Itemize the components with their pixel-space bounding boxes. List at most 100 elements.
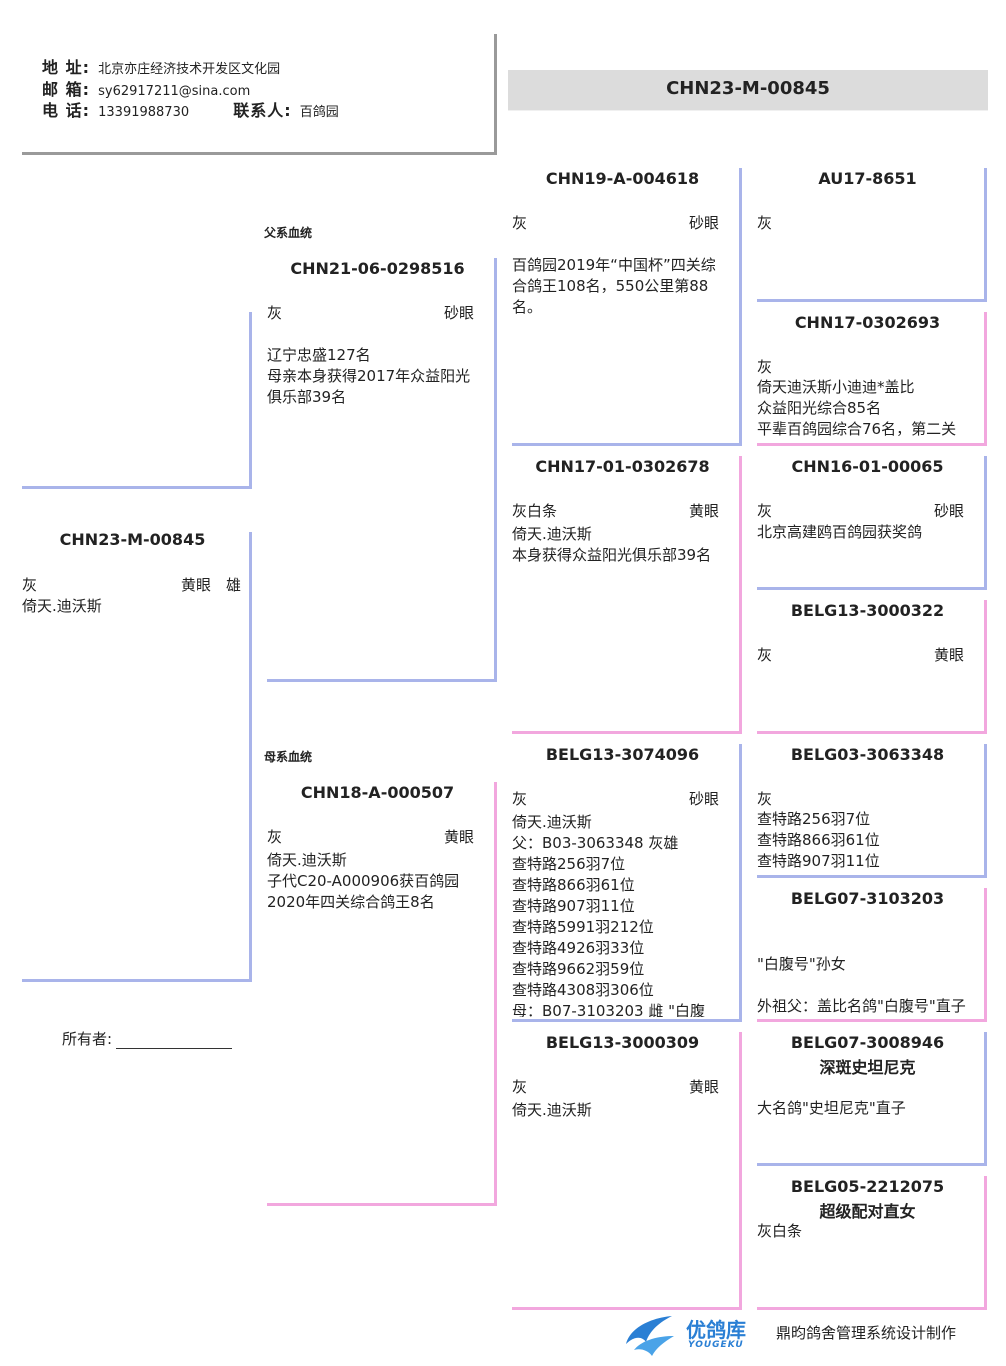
ss-eye: 砂眼 [688,214,719,232]
sire-ring: CHN21-06-0298516 [290,259,465,278]
sss-card[interactable]: AU17-8651 灰 [757,168,987,302]
ssd-ring: CHN17-0302693 [794,313,941,332]
ds-notes: 倚天.迪沃斯 父：B03-3063348 灰雄 查特路256羽7位 查特路866… [512,812,733,1017]
dss-notes: 查特路256羽7位 查特路866羽61位 查特路907羽11位 [757,809,978,872]
breeder-info-box: 地 址: 北京亦庄经济技术开发区文化园 邮 箱: sy62917211@sina… [22,34,497,155]
ds-note: 母：B07-3103203 雌 "白腹 [512,1002,706,1017]
dam-note: 子代C20-A000906获百鸽园 [267,872,460,890]
ddd-card[interactable]: BELG05-2212075 超级配对直女 灰白条 [757,1176,987,1310]
sd-notes: 倚天.迪沃斯 本身获得众益阳光俱乐部39名 [512,524,733,566]
dam-color: 灰 [267,828,283,846]
sds-card[interactable]: CHN16-01-00065 灰 砂眼 北京高建鸥百鸽园获奖鸽 [757,456,987,590]
ddd-ring: BELG05-2212075 [790,1177,945,1196]
footer-credit: 鼎昀鸽舍管理系统设计制作 [776,1324,957,1342]
dss-ring: BELG03-3063348 [790,745,945,764]
paternal-label: 父系血统 [264,226,313,240]
ss-note: 合鸽王108名，550公里第88 [512,277,709,295]
sds-note: 北京高建鸥百鸽园获奖鸽 [757,523,923,541]
sds-color: 灰 [757,502,773,520]
sire-note: 母亲本身获得2017年众益阳光 [267,367,471,385]
dds-notes: 大名鸽"史坦尼克"直子 [757,1098,978,1119]
dam-note: 倚天.迪沃斯 [267,851,347,869]
sd-eye: 黄眼 [688,502,719,520]
sds-notes: 北京高建鸥百鸽园获奖鸽 [757,522,978,543]
dsd-note: "白腹号"孙女 [757,955,846,973]
subject-card[interactable]: CHN23-M-00845 灰 黄眼 雄 倚天.迪沃斯 [22,530,252,982]
contact-value: 百鸽园 [299,105,339,120]
sd-ring: CHN17-01-0302678 [535,457,710,476]
dsd-notes: "白腹号"孙女 外祖父：盖比名鸽"白腹号"直子 [757,954,978,1017]
owner-field: 所有者: [62,1028,233,1049]
dsd-card[interactable]: BELG07-3103203 "白腹号"孙女 外祖父：盖比名鸽"白腹号"直子 [757,888,987,1022]
ds-note: 查特路866羽61位 [512,876,635,894]
dd-color: 灰 [512,1078,528,1096]
owner-line[interactable] [116,1034,233,1049]
ss-note: 百鸽园2019年“中国杯”四关综 [512,256,716,274]
sds-eye: 砂眼 [933,502,964,520]
dss-card[interactable]: BELG03-3063348 灰 查特路256羽7位 查特路866羽61位 查特… [757,744,987,878]
sire-eye: 砂眼 [443,304,474,322]
ds-note: 查特路4926羽33位 [512,939,645,957]
sdd-card[interactable]: BELG13-3000322 灰 黄眼 [757,600,987,734]
dss-note: 查特路866羽61位 [757,831,880,849]
subject-ring: CHN23-M-00845 [59,530,206,549]
dds-name: 深斑史坦尼克 [819,1058,916,1077]
sss-ring: AU17-8651 [818,169,917,188]
ds-color: 灰 [512,790,528,808]
sd-card[interactable]: CHN17-01-0302678 灰白条 黄眼 倚天.迪沃斯 本身获得众益阳光俱… [512,456,742,734]
ds-note: 查特路5991羽212位 [512,918,654,936]
title-ring-bar: CHN23-M-00845 [508,70,988,111]
sdd-eye: 黄眼 [933,646,964,664]
logo-text-en: YOUGEKU [688,1340,744,1350]
email-label: 邮 箱: [42,80,90,99]
sd-color: 灰白条 [512,502,558,520]
ss-ring: CHN19-A-004618 [545,169,700,188]
ss-card[interactable]: CHN19-A-004618 灰 砂眼 百鸽园2019年“中国杯”四关综 合鸽王… [512,168,742,446]
ds-card[interactable]: BELG13-3074096 灰 砂眼 倚天.迪沃斯 父：B03-3063348… [512,744,742,1022]
phone-label: 电 话: [42,101,90,120]
dam-ring: CHN18-A-000507 [300,783,455,802]
dd-ring: BELG13-3000309 [545,1033,700,1052]
ssd-note: 平辈百鸽园综合76名，第二关 [757,420,957,438]
logo-text-cn: 优鸽库 [686,1318,746,1342]
contact-label: 联系人: [233,101,292,120]
dam-notes: 倚天.迪沃斯 子代C20-A000906获百鸽园 2020年四关综合鸽王8名 [267,850,488,913]
ss-notes: 百鸽园2019年“中国杯”四关综 合鸽王108名，550公里第88 名。 [512,255,733,318]
subject-sex: 雄 [225,576,241,594]
ssd-note: 倚天迪沃斯小迪迪*盖比 [757,378,915,396]
ssd-color: 灰 [757,358,773,376]
ds-note: 查特路9662羽59位 [512,960,645,978]
sire-color: 灰 [267,304,283,322]
dd-card[interactable]: BELG13-3000309 灰 黄眼 倚天.迪沃斯 [512,1032,742,1310]
ssd-card[interactable]: CHN17-0302693 灰 倚天迪沃斯小迪迪*盖比 众益阳光综合85名 平辈… [757,312,987,446]
dam-card[interactable]: CHN18-A-000507 灰 黄眼 倚天.迪沃斯 子代C20-A000906… [267,782,497,1206]
dss-note: 查特路907羽11位 [757,852,880,870]
ss-color: 灰 [512,214,528,232]
ssd-notes: 倚天迪沃斯小迪迪*盖比 众益阳光综合85名 平辈百鸽园综合76名，第二关 [757,377,978,441]
address-value: 北京亦庄经济技术开发区文化园 [98,62,281,77]
dss-note: 查特路256羽7位 [757,810,871,828]
dds-card[interactable]: BELG07-3008946 深斑史坦尼克 大名鸽"史坦尼克"直子 [757,1032,987,1166]
dsd-note [757,975,978,996]
sire-card[interactable]: CHN21-06-0298516 灰 砂眼 辽宁忠盛127名 母亲本身获得201… [267,258,497,682]
ss-note: 名。 [512,298,543,316]
email-row: 邮 箱: sy62917211@sina.com [42,76,250,100]
sd-note: 本身获得众益阳光俱乐部39名 [512,546,712,564]
ds-note: 查特路256羽7位 [512,855,626,873]
dd-eye: 黄眼 [688,1078,719,1096]
dsd-note: 外祖父：盖比名鸽"白腹号"直子 [757,997,966,1015]
owner-label: 所有者: [62,1030,113,1048]
phone-value: 13391988730 [98,105,190,120]
ds-note: 查特路907羽11位 [512,897,635,915]
ds-note: 父：B03-3063348 灰雄 [512,834,679,852]
sdd-ring: BELG13-3000322 [790,601,945,620]
sdd-color: 灰 [757,646,773,664]
email-value: sy62917211@sina.com [98,84,251,99]
pigeon-swirl-icon [626,1316,674,1356]
sire-note: 俱乐部39名 [267,388,347,406]
ds-eye: 砂眼 [688,790,719,808]
dam-note: 2020年四关综合鸽王8名 [267,893,435,911]
ds-note: 倚天.迪沃斯 [512,813,592,831]
sss-color: 灰 [757,214,773,232]
dds-note: 大名鸽"史坦尼克"直子 [757,1099,906,1117]
